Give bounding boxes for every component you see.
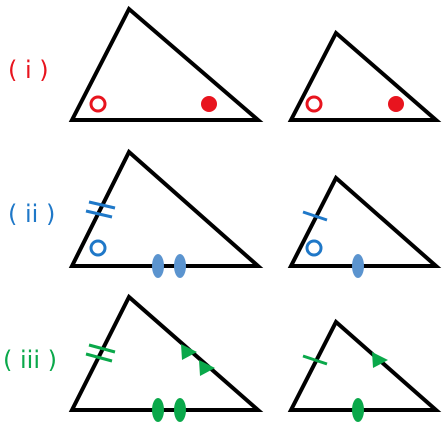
angle-mark-open-circle-small-ii [305,239,323,257]
triangle-small-i [287,29,442,122]
row-label-iii: ( iii ) [3,346,57,374]
side-triangle-mark-large-iii-2 [199,360,215,376]
angle-mark-open-circle-large-ii [89,239,107,257]
side-oval-large-iii-1 [152,398,164,422]
side-tick-small-iii [302,354,328,366]
side-oval-large-iii-2 [174,398,186,422]
side-oval-large-ii-1 [152,254,164,278]
triangle-large-iii [68,293,264,412]
row-ii: ( ii ) [8,148,442,278]
triangle-large-ii [68,148,264,268]
row-i: ( i ) [8,5,442,122]
side-tick-small-ii [302,210,328,222]
triangle-small-iii [287,318,442,412]
angle-mark-open-circle-large-i [89,95,107,113]
side-triangle-mark-large-iii-1 [181,344,197,360]
side-tick-large-ii-2 [85,209,113,219]
row-label-i: ( i ) [8,56,49,84]
side-tick-large-iii-1 [88,343,116,354]
angle-mark-filled-circle-small-i [388,96,404,112]
row-iii: ( iii ) [3,293,442,422]
side-triangle-mark-small-iii [372,352,388,368]
side-tick-large-iii-2 [85,352,113,363]
side-oval-small-ii [352,254,364,278]
side-tick-large-ii-1 [88,200,116,210]
side-oval-small-iii [352,398,364,422]
row-label-ii: ( ii ) [8,200,55,228]
side-oval-large-ii-2 [174,254,186,278]
angle-mark-open-circle-small-i [305,95,323,113]
triangle-small-ii [287,174,442,268]
triangle-large-i [68,5,264,122]
angle-mark-filled-circle-large-i [201,96,217,112]
